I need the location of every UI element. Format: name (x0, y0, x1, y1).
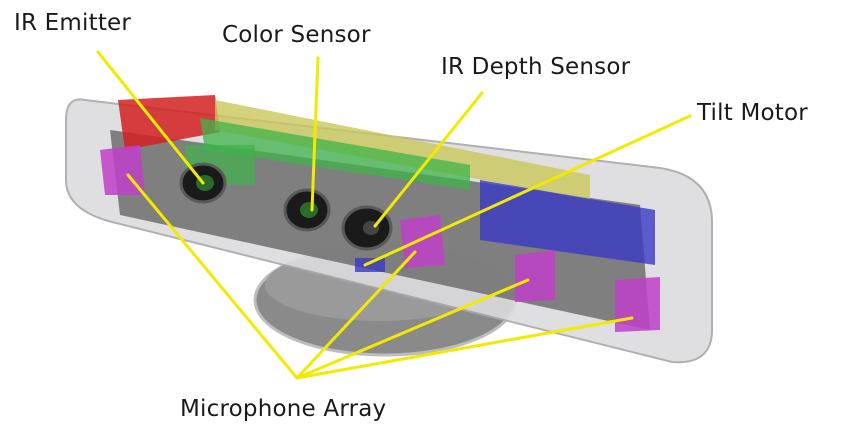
callout-ir-depth-sensor (373, 91, 484, 228)
top-circuit-board (215, 100, 590, 200)
callout-color-sensor (310, 56, 320, 212)
callout-tilt-motor (363, 114, 692, 267)
label-ir-emitter: IR Emitter (14, 10, 132, 36)
callout-lines (96, 50, 692, 380)
label-ir-depth-sensor: IR Depth Sensor (441, 54, 631, 80)
color-sensor-board (200, 118, 470, 190)
callout-mic-4 (295, 316, 634, 380)
label-tilt-motor: Tilt Motor (697, 100, 808, 126)
label-color-sensor: Color Sensor (222, 22, 371, 48)
callout-mic-1 (126, 173, 299, 380)
callout-ir-emitter (96, 50, 205, 185)
right-circuit-board (480, 180, 655, 265)
color-sensor-lens-inner (300, 202, 318, 218)
tilt-motor-part (355, 258, 385, 272)
callout-mic-2 (295, 250, 417, 380)
microphone-4 (615, 277, 660, 332)
label-microphone-array: Microphone Array (180, 396, 387, 422)
callout-mic-3 (295, 278, 530, 380)
microphone-3 (515, 250, 555, 302)
